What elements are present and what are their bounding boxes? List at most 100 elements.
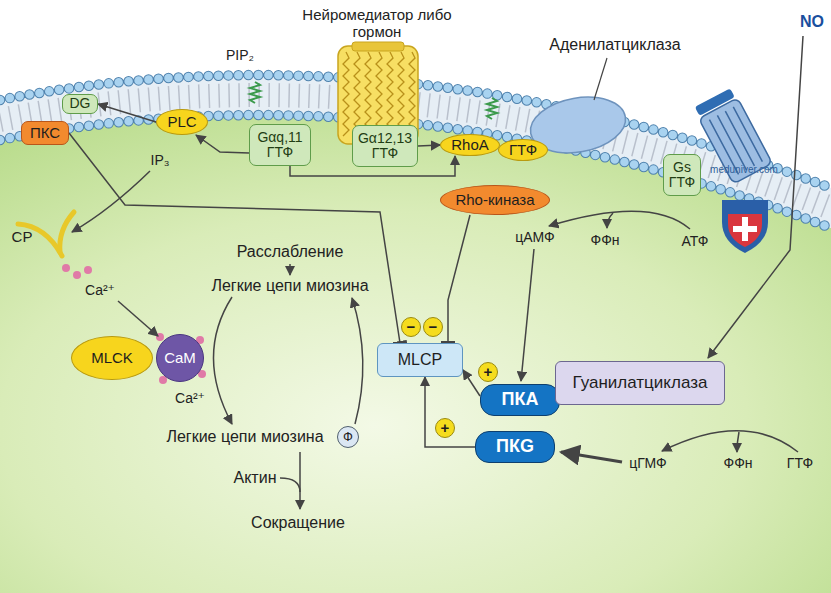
arrow: [118, 301, 158, 336]
kinase-box: ПКА: [480, 384, 560, 416]
node-text: ГТФ: [509, 142, 537, 159]
receptor-helix: [354, 52, 360, 136]
receptor-helix: [343, 52, 349, 136]
text-label: Легкие цепи миозина: [211, 277, 368, 295]
node-text: CaM: [164, 350, 196, 367]
text-label: Сокращение: [251, 514, 345, 532]
text-label: цГМФ: [629, 455, 666, 471]
g-protein-box: Gα12,13ГТФ: [352, 125, 418, 167]
text-label: СР: [12, 228, 33, 245]
lipid-anchor: [250, 82, 260, 103]
text-label: Нейромедиатор либо гормон: [302, 6, 452, 41]
connector: [418, 145, 440, 146]
node-text: +: [441, 420, 450, 437]
node-text: −: [429, 319, 438, 336]
arrow: [352, 298, 363, 424]
text-label: ФФн: [590, 232, 619, 248]
enzyme-box: Гуанилатциклаза: [555, 361, 725, 405]
text-label: Ca²⁺: [175, 390, 205, 406]
node-text: Gα12,13: [358, 131, 412, 146]
shield-icon: [722, 200, 768, 253]
arrow: [549, 211, 690, 229]
receptor-helix: [365, 52, 371, 136]
node-text: Ф: [343, 430, 353, 444]
text-label: Расслабление: [237, 243, 344, 261]
arrow: [662, 431, 798, 452]
node-text: ГТФ: [669, 175, 695, 190]
arrow: [289, 264, 291, 275]
receptor-helix: [376, 52, 382, 136]
text-label: ФФн: [723, 455, 752, 471]
cytoplasm: [0, 115, 831, 593]
phosphatase-box: MLCP: [377, 343, 463, 377]
phosphate-circle: Ф: [337, 426, 359, 448]
text-label: Актин: [234, 469, 277, 487]
arrow: [214, 297, 233, 424]
receptor-helix: [398, 52, 404, 136]
kinase-oval: Rho-киназа: [440, 185, 550, 215]
kinase-box: ПКС: [21, 121, 69, 145]
text-label: IP₃: [151, 152, 170, 168]
arrow: [299, 452, 301, 509]
calcium-dot: [73, 271, 81, 279]
node-text: ПКG: [496, 437, 534, 457]
node-text: Гуанилатциклаза: [573, 374, 708, 393]
g-protein-box: Gαq,11ГТФ: [249, 124, 311, 166]
receptor-helices: [709, 107, 762, 174]
connector: [425, 377, 475, 447]
text-label: NO: [800, 13, 824, 31]
calcium-dot: [84, 266, 92, 274]
text-label: Легкие цепи миозина: [166, 428, 323, 446]
receptor-helix: [409, 52, 415, 136]
node-text: ГТФ: [267, 145, 293, 160]
protein-oval: RhoA: [440, 134, 500, 156]
lipid-box: DG: [62, 94, 98, 114]
node-text: PLC: [167, 114, 196, 131]
node-text: ГТФ: [372, 146, 398, 161]
text-label: PIP₂: [226, 47, 254, 63]
shield-outer: [722, 200, 768, 253]
receptor-cap: [695, 88, 735, 116]
inhibition-connector: [448, 215, 470, 343]
connector: [196, 135, 249, 153]
arrow: [607, 213, 613, 228]
node-text: −: [407, 319, 416, 336]
receptor-cap: [352, 42, 404, 51]
node-text: +: [484, 364, 493, 381]
enzyme-oval: MLCK: [71, 336, 153, 380]
g-protein-box: GsГТФ: [663, 154, 701, 196]
arrow: [708, 36, 803, 358]
text-label: АТФ: [682, 233, 709, 249]
text-label: Ca²⁺: [85, 282, 115, 298]
leader-line: [594, 58, 607, 100]
inhibition-connector: [69, 133, 400, 343]
kinase-box: ПКG: [475, 431, 555, 463]
arrow: [280, 478, 300, 492]
text-label: ГТФ: [787, 455, 813, 471]
node-text: DG: [70, 96, 91, 111]
pathway-arrows: [72, 36, 803, 509]
enzyme-oval: PLC: [156, 109, 208, 135]
node-text: Gαq,11: [257, 130, 302, 145]
node-text: Gs: [673, 160, 691, 175]
text-label: Аденилатциклаза: [549, 36, 680, 54]
calcium-dot: [62, 264, 70, 272]
text-label: meduniver.com: [710, 164, 778, 176]
shield-cross: [733, 226, 757, 232]
shield-inner: [728, 214, 762, 247]
node-text: Rho-киназа: [455, 192, 534, 209]
gtp-oval: ГТФ: [498, 139, 548, 161]
node-text: MLCP: [398, 351, 442, 369]
node-text: ПКС: [30, 125, 60, 142]
node-text: RhoA: [451, 137, 489, 154]
sarcoplasmic-reticulum: [60, 212, 74, 252]
lipid-anchor: [487, 98, 497, 119]
arrow: [737, 432, 739, 452]
node-text: ПКА: [502, 390, 539, 410]
arrow: [521, 249, 534, 381]
calmodulin-circle: CaM: [156, 334, 204, 382]
node-text: MLCK: [91, 350, 133, 367]
